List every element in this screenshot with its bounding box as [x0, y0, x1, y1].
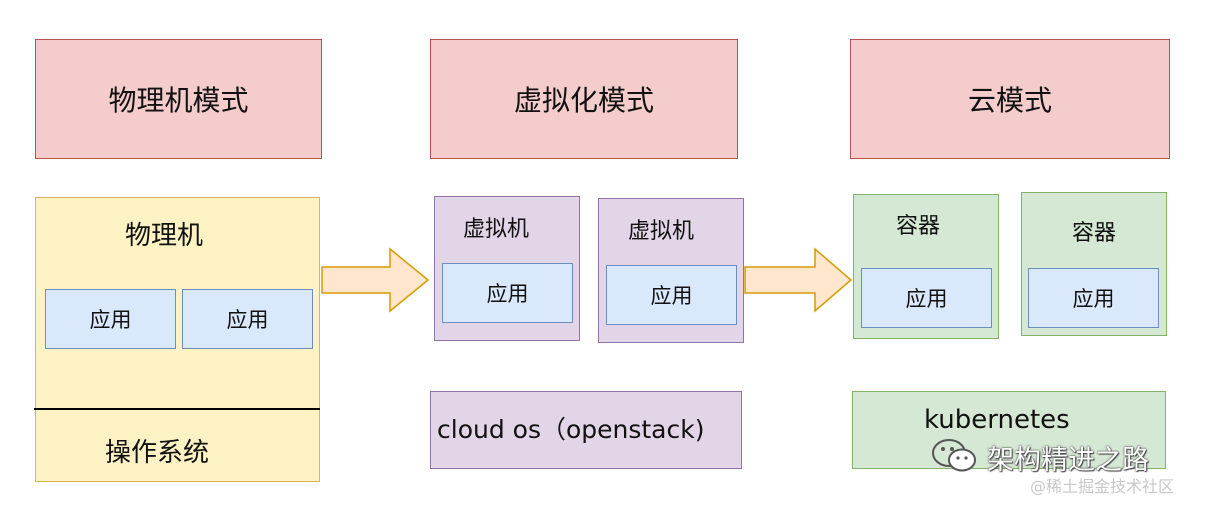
physical-app-2: 应用 [182, 289, 313, 349]
container-app-2: 应用 [1028, 268, 1159, 328]
right-arrow-icon [744, 247, 853, 313]
app-label: 应用 [89, 308, 132, 332]
app-label: 应用 [1072, 287, 1115, 311]
cloud-os-label: cloud os（openstack) [437, 415, 705, 444]
container-label-2: 容器 [1072, 221, 1117, 246]
kubernetes-label: kubernetes [924, 405, 1070, 435]
container-app-1: 应用 [861, 268, 992, 328]
cloud-mode-label: 云模式 [967, 84, 1052, 117]
os-divider-line [34, 408, 320, 410]
wechat-watermark: 架构精进之路 [987, 445, 1149, 476]
physical-mode-label: 物理机模式 [108, 84, 249, 117]
cloud-mode-box: 云模式 [850, 39, 1170, 159]
vm-label-2: 虚拟机 [628, 219, 695, 244]
vm-app-2: 应用 [606, 265, 737, 325]
cloud-os-box [430, 391, 742, 469]
app-label: 应用 [905, 287, 948, 311]
juejin-watermark: @稀土掘金技术社区 [1030, 477, 1175, 496]
virtual-mode-label: 虚拟化模式 [513, 84, 654, 117]
right-arrow-icon [321, 247, 430, 313]
vm-label-1: 虚拟机 [463, 217, 530, 242]
container-label-1: 容器 [896, 214, 941, 239]
app-label: 应用 [650, 284, 693, 308]
kubernetes-box [852, 391, 1166, 469]
virtual-mode-box: 虚拟化模式 [430, 39, 738, 159]
app-label: 应用 [226, 308, 269, 332]
vm-app-1: 应用 [442, 263, 573, 323]
os-label: 操作系统 [105, 438, 210, 468]
physical-mode-box: 物理机模式 [35, 39, 322, 159]
physical-app-1: 应用 [45, 289, 176, 349]
physical-machine-label: 物理机 [125, 221, 204, 251]
wechat-icon [932, 439, 976, 472]
app-label: 应用 [486, 282, 529, 306]
